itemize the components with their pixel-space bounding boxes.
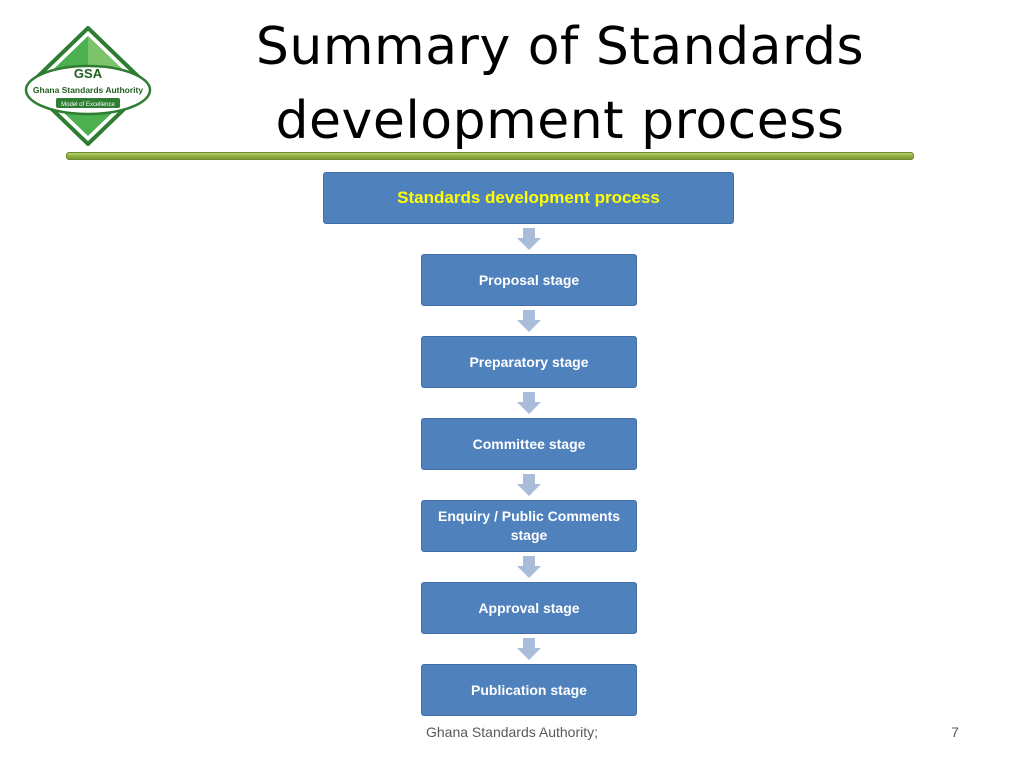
stage-box-enquiry: Enquiry / Public Comments stage <box>421 500 637 552</box>
page-number: 7 <box>951 724 959 740</box>
stage-label: Proposal stage <box>478 271 580 288</box>
gsa-logo: GSA Ghana Standards Authority Model of E… <box>24 26 152 146</box>
page-title-line-1: Summary of Standards <box>255 17 865 77</box>
down-arrow-icon <box>517 392 541 414</box>
stage-label: Approval stage <box>478 599 580 616</box>
down-arrow-icon <box>517 556 541 578</box>
stage-box-proposal: Proposal stage <box>421 254 637 306</box>
stage-label: Enquiry / Public Comments stage <box>437 508 621 543</box>
title-divider <box>66 152 914 160</box>
logo-name: Ghana Standards Authority <box>33 85 143 95</box>
stage-box-approval: Approval stage <box>421 582 637 634</box>
down-arrow-icon <box>517 310 541 332</box>
stage-label: Preparatory stage <box>469 353 589 370</box>
flow-heading-box: Standards development process <box>323 172 734 224</box>
stage-box-publication: Publication stage <box>421 664 637 716</box>
footer-text: Ghana Standards Authority; <box>426 724 598 740</box>
logo-acronym: GSA <box>74 66 103 81</box>
down-arrow-icon <box>517 474 541 496</box>
page-title: Summary of Standards development process <box>200 10 920 158</box>
stage-label: Publication stage <box>471 681 587 698</box>
logo-motto: Model of Excellence <box>61 102 115 108</box>
down-arrow-icon <box>517 228 541 250</box>
flow-heading-label: Standards development process <box>397 188 660 207</box>
page-title-line-2: development process <box>275 91 845 151</box>
stage-box-committee: Committee stage <box>421 418 637 470</box>
down-arrow-icon <box>517 638 541 660</box>
stage-box-preparatory: Preparatory stage <box>421 336 637 388</box>
logo-motto-band <box>56 98 120 108</box>
stage-label: Committee stage <box>472 435 586 452</box>
